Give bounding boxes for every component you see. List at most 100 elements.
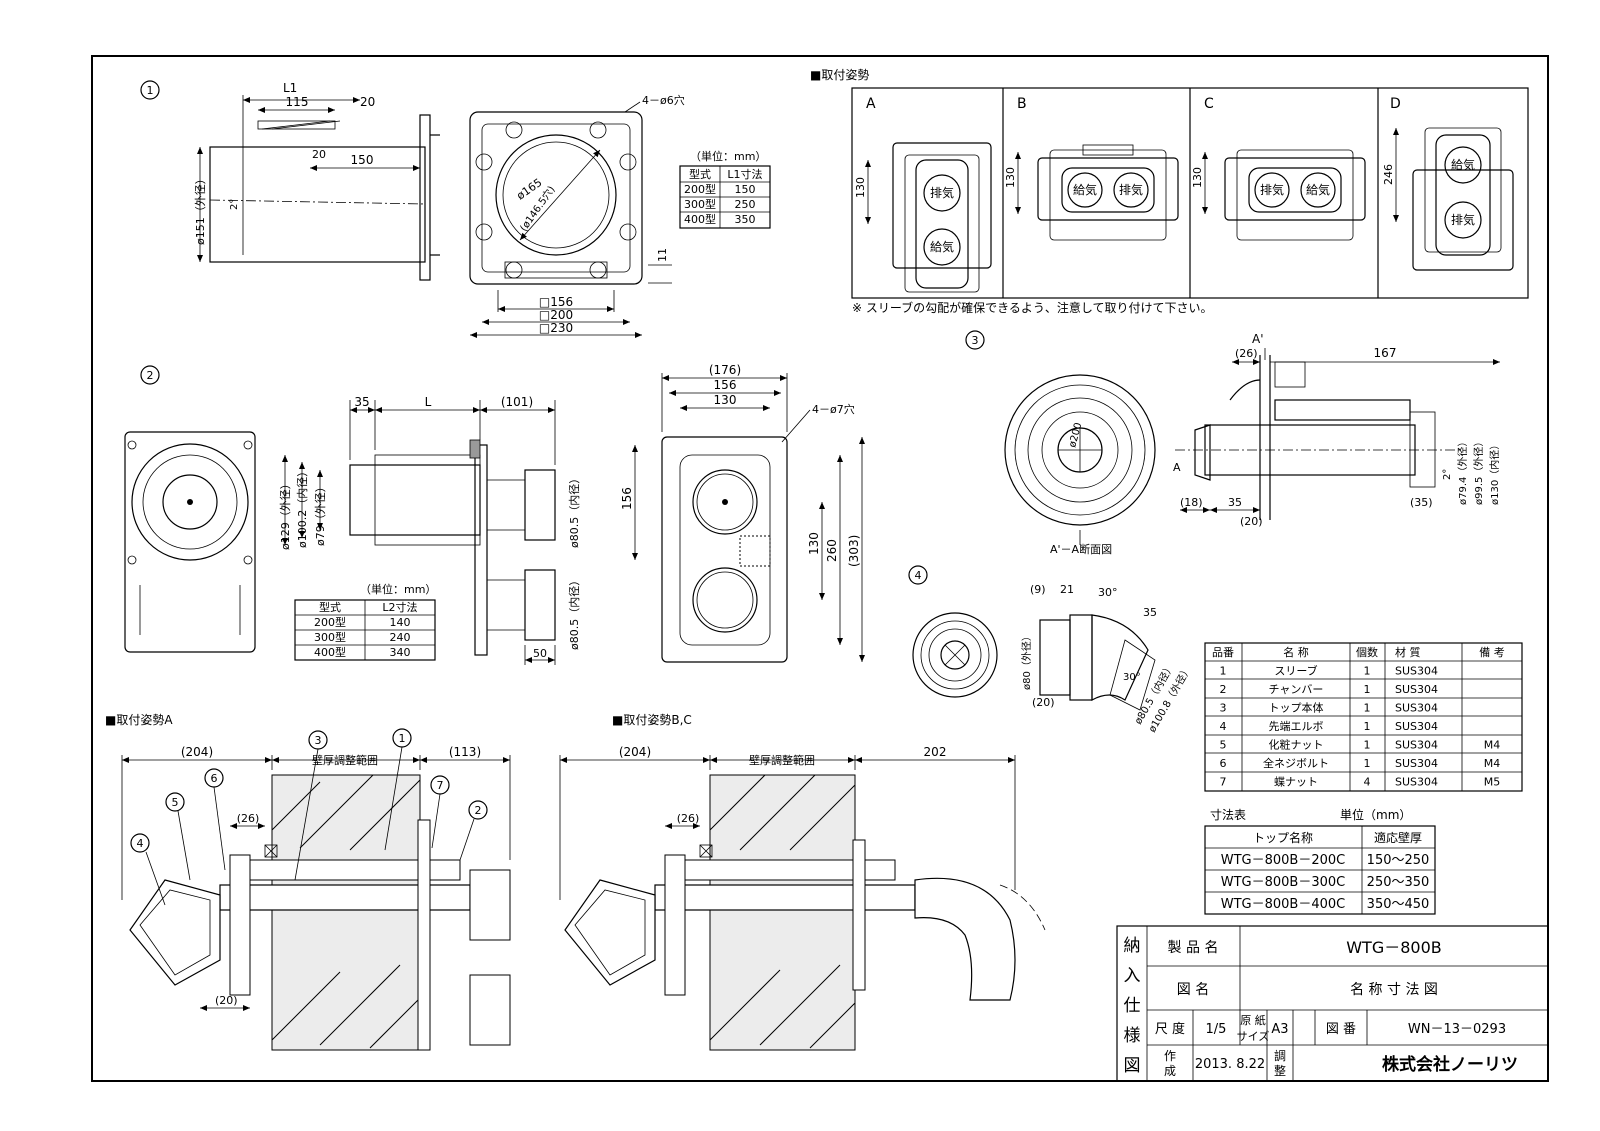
view-1-number: 1: [147, 84, 154, 97]
parts-header-cell: 品番: [1212, 646, 1234, 659]
dim-dia130: ø130（内径）: [1488, 440, 1501, 505]
parts-cell: 1: [1364, 720, 1371, 733]
tb-adjust-label2: 整: [1274, 1063, 1286, 1078]
parts-cell: 蝶ナット: [1274, 775, 1318, 789]
dim-11: 11: [656, 248, 669, 262]
table2-header-l2: L2寸法: [382, 600, 417, 614]
parts-cell: 6: [1220, 757, 1227, 770]
table2-cell: 240: [390, 631, 411, 644]
dim-35: 35: [354, 395, 369, 409]
install-orientations: ■取付姿勢 A B C D 排気 給気 130 給気 排気 130: [810, 67, 1529, 315]
parts-cell: 3: [1220, 702, 1227, 715]
dim-303: (303): [847, 535, 861, 567]
parts-cell: 4: [1220, 720, 1227, 733]
dim-9: (9): [1030, 583, 1046, 596]
callout-5: 5: [172, 796, 179, 809]
dim-30deg-b: 30°: [1123, 672, 1141, 683]
tb-paper: A3: [1271, 1022, 1288, 1037]
dim-30deg-a: 30°: [1098, 586, 1118, 599]
parts-header-cell: 備 考: [1479, 646, 1505, 659]
dim-2deg: 2°: [229, 199, 240, 210]
table2-cell: 340: [390, 646, 411, 659]
dim-s156: □156: [539, 295, 573, 309]
install-title: ■取付姿勢: [810, 67, 869, 82]
dim-2deg-v3: 2°: [1442, 469, 1453, 480]
table2-cell: 300型: [314, 630, 346, 644]
dim-dia200: ø200: [1067, 422, 1084, 449]
dim-b-130: 130: [1004, 167, 1017, 188]
sheet-border: [91, 55, 1549, 1082]
parts-cell: SUS304: [1395, 776, 1438, 789]
install-bc-title: ■取付姿勢B,C: [612, 712, 692, 727]
table1-cell: 150: [735, 183, 756, 196]
tb-side-5: 図: [1124, 1056, 1141, 1076]
dim-c-130: 130: [1191, 167, 1204, 188]
tb-company: 株式会社ノーリツ: [1382, 1054, 1518, 1075]
tb-paper-label2: サイズ: [1237, 1029, 1270, 1043]
dim-50: 50: [533, 647, 547, 660]
parts-cell: SUS304: [1395, 757, 1438, 770]
tb-scale: 1/5: [1206, 1022, 1227, 1037]
parts-cell: 1: [1364, 757, 1371, 770]
parts-cell: 全ネジボルト: [1263, 756, 1329, 770]
dim-dia794: ø79.4（外径）: [1456, 437, 1469, 505]
table1-cell: 300型: [684, 197, 716, 211]
parts-cell: M4: [1484, 757, 1501, 770]
label-haiki-d: 排気: [1451, 212, 1475, 227]
dim-156v: 156: [620, 487, 634, 510]
dim-156h: 156: [714, 378, 737, 392]
parts-cell: SUS304: [1395, 702, 1438, 715]
label-kyuki-c: 給気: [1306, 182, 1330, 197]
dim-s200: □200: [539, 308, 573, 322]
dim-202-bc: 202: [924, 745, 947, 759]
dim-dia79: ø79（外径）: [314, 481, 327, 546]
section-label: A'－A断面図: [1050, 542, 1112, 556]
dim-26: (26): [1235, 347, 1258, 360]
table1-header-type: 型式: [689, 167, 711, 181]
tb-product-label: 製 品 名: [1168, 940, 1219, 956]
dim-18: (18): [1180, 496, 1203, 509]
dim-26-bc: (26): [677, 812, 700, 825]
dimtable-cell: 350～450: [1367, 897, 1430, 912]
parts-cell: チャンバー: [1269, 683, 1324, 696]
dimtable-title: 寸法表: [1210, 808, 1246, 822]
tb-made-label2: 成: [1164, 1064, 1176, 1078]
dim-dia80: ø80（外径）: [1020, 631, 1033, 690]
dim-l1: L1: [283, 81, 297, 95]
dimtable-cell: WTG－800B－200C: [1221, 853, 1346, 868]
label-haiki-a: 排気: [930, 185, 954, 200]
table2-header-type: 型式: [319, 600, 341, 614]
dimtable-cell: WTG－800B－400C: [1221, 897, 1346, 912]
tb-side-2: 入: [1124, 966, 1141, 986]
dim-113-a: (113): [449, 745, 481, 759]
label-haiki-c: 排気: [1260, 182, 1284, 197]
parts-header-cell: 材 質: [1395, 645, 1421, 659]
tb-date: 2013. 8.22: [1195, 1057, 1265, 1072]
dim-a-130: 130: [854, 177, 867, 198]
parts-cell: 1: [1364, 665, 1371, 678]
parts-header-cell: 名 称: [1283, 645, 1309, 659]
dim-wall-a: 壁厚調整範囲: [312, 753, 378, 767]
view-3-top-body: 3 ø200 A'－A断面図 A' (26) 167 A (18) 35 (20…: [965, 330, 1501, 556]
parts-cell: M5: [1484, 776, 1501, 789]
dim-130v: 130: [807, 532, 821, 555]
tb-number-label: 図 番: [1326, 1022, 1356, 1037]
table2-unit: （単位：mm）: [360, 582, 436, 596]
tb-made-label1: 作: [1164, 1049, 1176, 1063]
dim-20-mid: 20: [312, 148, 326, 161]
dim-101: (101): [501, 395, 533, 409]
dim-dia805-b: ø80.5（内径）: [567, 575, 581, 650]
parts-cell: トップ本体: [1269, 701, 1324, 715]
tb-scale-label: 尺 度: [1155, 1021, 1185, 1037]
parts-cell: スリーブ: [1274, 664, 1317, 678]
view-1-sleeve: 1 L1 115 20 20 150 ø151（外径） 2°: [140, 80, 771, 338]
tb-drawing-label: 図 名: [1177, 982, 1209, 998]
view-4-elbow: 4 (9) 21 30° 35 ø80（外径） 30° (20) ø80.5（内…: [908, 565, 1194, 735]
install-bc-assembly: ■取付姿勢B,C (204) 壁厚調整範囲 202 (26): [559, 712, 1046, 1051]
dim-167: 167: [1374, 346, 1397, 360]
dimtable-unit: 単位（mm）: [1340, 807, 1411, 822]
parts-cell: 7: [1220, 776, 1227, 789]
table1-cell: 200型: [684, 182, 716, 196]
table2-cell: 400型: [314, 645, 346, 659]
